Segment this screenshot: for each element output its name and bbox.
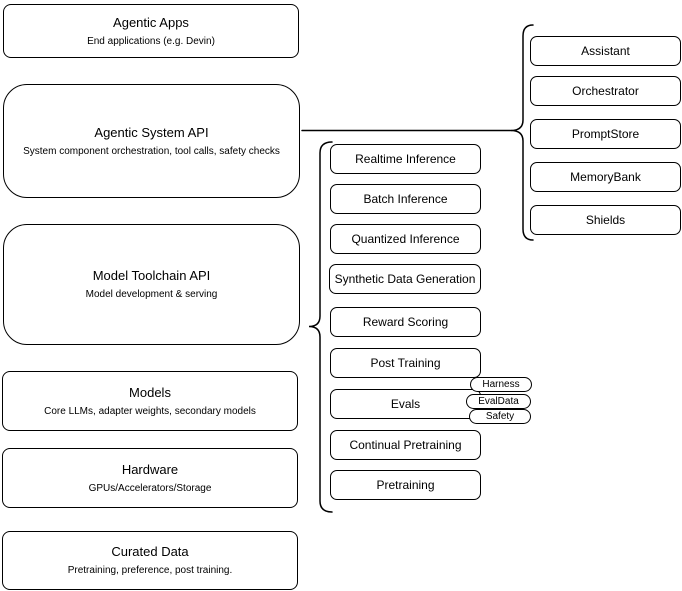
- pill-label: Safety: [485, 411, 515, 422]
- pill-label: EvalData: [478, 396, 519, 407]
- node-synthetic-data-generation: Synthetic Data Generation: [329, 264, 481, 294]
- node-assistant: Assistant: [530, 36, 681, 66]
- node-subtitle: End applications (e.g. Devin): [87, 35, 215, 47]
- pill-evaldata: EvalData: [466, 394, 531, 409]
- node-label: PromptStore: [571, 127, 640, 141]
- node-continual-pretraining: Continual Pretraining: [330, 430, 481, 460]
- node-label: Reward Scoring: [362, 315, 449, 329]
- node-subtitle: Pretraining, preference, post training.: [67, 565, 233, 576]
- node-subtitle: Core LLMs, adapter weights, secondary mo…: [44, 405, 256, 417]
- node-realtime-inference: Realtime Inference: [330, 144, 481, 174]
- pill-label: Harness: [482, 379, 520, 390]
- node-batch-inference: Batch Inference: [330, 184, 481, 214]
- node-curated-data: Curated Data Pretraining, preference, po…: [2, 531, 298, 590]
- node-title: Models: [129, 384, 171, 400]
- node-title: Agentic Apps: [113, 14, 189, 30]
- node-label: Batch Inference: [363, 192, 448, 206]
- node-shields: Shields: [530, 205, 681, 235]
- node-title: Agentic System API: [94, 124, 209, 140]
- node-label: MemoryBank: [570, 170, 641, 184]
- node-agentic-system-api: Agentic System API System component orch…: [3, 84, 300, 198]
- node-label: Post Training: [370, 356, 441, 370]
- node-models: Models Core LLMs, adapter weights, secon…: [2, 371, 298, 431]
- node-orchestrator: Orchestrator: [530, 76, 681, 106]
- node-title: Model Toolchain API: [92, 268, 211, 283]
- node-agentic-apps: Agentic Apps End applications (e.g. Devi…: [3, 4, 299, 58]
- node-hardware: Hardware GPUs/Accelerators/Storage: [2, 448, 298, 508]
- node-quantized-inference: Quantized Inference: [330, 224, 481, 254]
- node-label: Quantized Inference: [351, 232, 460, 246]
- node-post-training: Post Training: [330, 348, 481, 378]
- node-promptstore: PromptStore: [530, 119, 681, 149]
- node-label: Orchestrator: [572, 84, 639, 98]
- node-label: Assistant: [581, 44, 630, 58]
- toolchain-curly-brace: [308, 141, 333, 513]
- node-reward-scoring: Reward Scoring: [330, 307, 481, 337]
- node-subtitle: Model development & serving: [85, 289, 218, 300]
- pill-safety: Safety: [469, 409, 531, 424]
- node-label: Continual Pretraining: [349, 438, 462, 452]
- node-pretraining: Pretraining: [330, 470, 481, 500]
- node-label: Pretraining: [376, 478, 435, 492]
- node-title: Curated Data: [111, 544, 189, 559]
- node-label: Realtime Inference: [355, 152, 456, 166]
- node-subtitle: System component orchestration, tool cal…: [23, 145, 280, 157]
- node-title: Hardware: [121, 461, 179, 477]
- node-label: Synthetic Data Generation: [334, 272, 476, 286]
- node-model-toolchain-api: Model Toolchain API Model development & …: [3, 224, 300, 345]
- node-memorybank: MemoryBank: [530, 162, 681, 192]
- pill-harness: Harness: [470, 377, 532, 392]
- node-label: Shields: [585, 213, 626, 227]
- node-evals: Evals: [330, 389, 481, 419]
- node-subtitle: GPUs/Accelerators/Storage: [88, 482, 212, 494]
- node-label: Evals: [390, 397, 421, 411]
